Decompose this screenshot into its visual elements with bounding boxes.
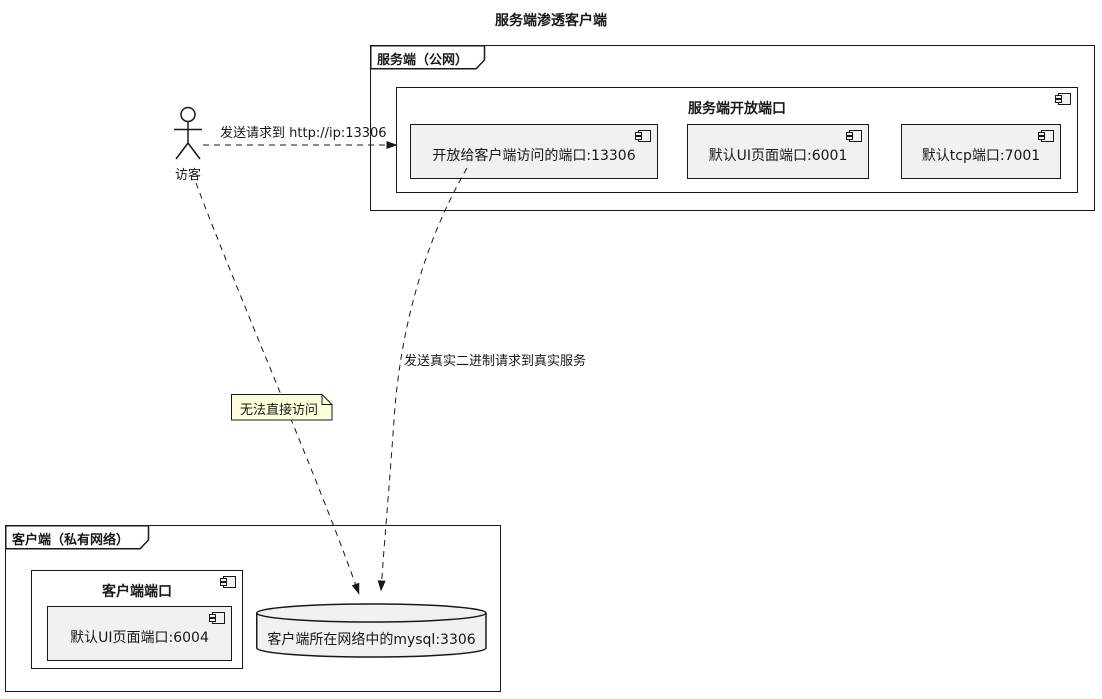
database-cylinder-icon xyxy=(256,603,487,658)
component-icon xyxy=(846,130,862,142)
client-ports-group-title: 客户端端口 xyxy=(102,584,172,600)
component-icon xyxy=(1055,93,1071,105)
edge-binary-forward-label: 发送真实二进制请求到真实服务 xyxy=(404,354,587,369)
server-ports-group: 服务端开放端口 开放给客户端访问的端口:13306 默认UI页面端口:6001 xyxy=(396,87,1078,193)
database-mysql-label: 客户端所在网络中的mysql:3306 xyxy=(267,632,476,648)
server-ports-group-title: 服务端开放端口 xyxy=(688,101,786,117)
component-port-6004: 默认UI页面端口:6004 xyxy=(47,606,232,661)
component-port-6004-label: 默认UI页面端口:6004 xyxy=(70,630,209,646)
client-frame-label: 客户端（私有网络） xyxy=(12,533,130,548)
edge-visitor-request-label: 发送请求到 http://ip:13306 xyxy=(220,126,387,141)
component-port-13306: 开放给客户端访问的端口:13306 xyxy=(410,124,658,179)
component-port-6001-label: 默认UI页面端口:6001 xyxy=(708,148,848,164)
note-box: 无法直接访问 xyxy=(231,394,333,421)
database-mysql: 客户端所在网络中的mysql:3306 xyxy=(256,603,487,659)
note-text: 无法直接访问 xyxy=(240,403,319,418)
diagram-title: 服务端渗透客户端 xyxy=(495,13,607,29)
component-port-7001: 默认tcp端口:7001 xyxy=(901,124,1061,179)
component-icon xyxy=(209,612,225,624)
actor-label: 访客 xyxy=(174,168,201,183)
component-icon xyxy=(635,130,651,142)
component-port-6001: 默认UI页面端口:6001 xyxy=(687,124,869,179)
client-frame-tab xyxy=(4,524,149,549)
actor-icon xyxy=(174,106,202,160)
client-frame: 客户端（私有网络） 客户端端口 默认UI页面端口:6004 xyxy=(4,524,501,692)
server-frame-label: 服务端（公网） xyxy=(377,53,469,68)
component-port-7001-label: 默认tcp端口:7001 xyxy=(921,148,1041,164)
server-frame-tab xyxy=(369,44,485,69)
component-icon xyxy=(1038,130,1054,142)
server-frame: 服务端（公网） 服务端开放端口 开放给客户端访问的端口:13306 xyxy=(369,44,1095,211)
component-port-13306-label: 开放给客户端访问的端口:13306 xyxy=(432,148,636,164)
client-ports-group: 客户端端口 默认UI页面端口:6004 xyxy=(31,570,243,669)
